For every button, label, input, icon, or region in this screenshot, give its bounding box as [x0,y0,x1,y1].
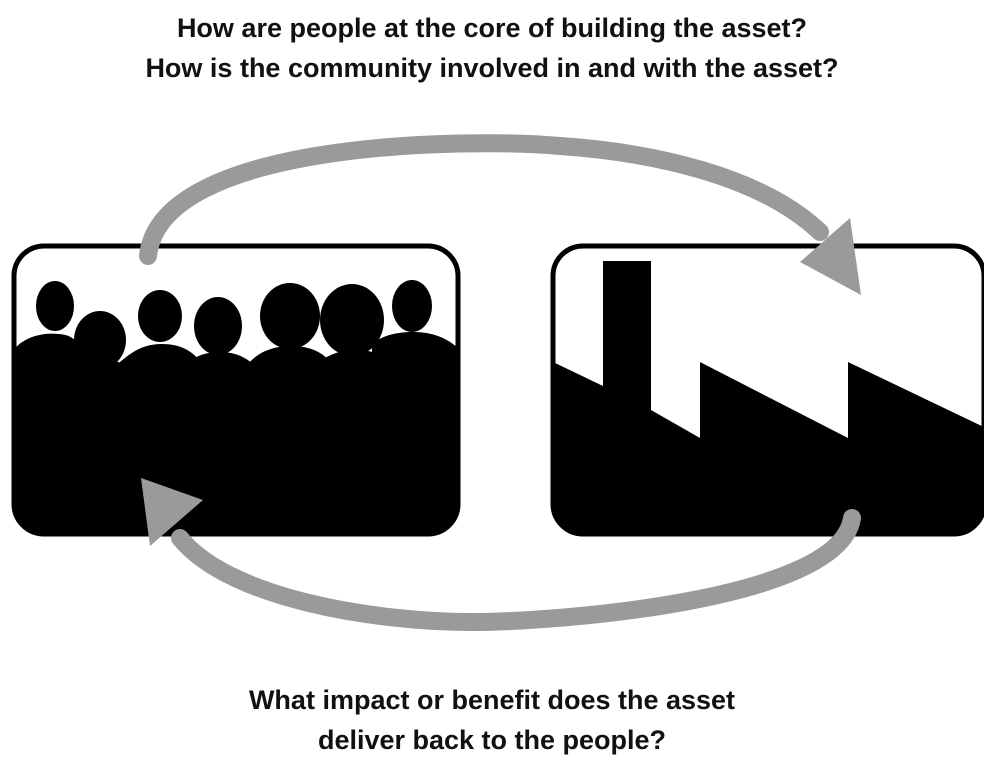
asset-panel [550,243,984,537]
bottom-question: What impact or benefit does the asset de… [0,680,984,760]
top-question-line-1: How are people at the core of building t… [176,13,808,43]
factory-silhouette-icon [553,261,984,534]
arrowhead-right-icon [800,218,861,295]
bottom-question-line-2: deliver back to the people? [317,725,667,755]
people-silhouette-icon [14,280,458,534]
top-question-line-2: How is the community involved in and wit… [145,53,839,83]
arrow-asset-to-people [141,478,861,632]
bottom-question-line-1: What impact or benefit does the asset [248,685,736,715]
arrow-people-to-asset [139,134,861,295]
top-question: How are people at the core of building t… [0,8,984,88]
arrowhead-left-icon [141,478,203,546]
people-panel [11,243,461,537]
